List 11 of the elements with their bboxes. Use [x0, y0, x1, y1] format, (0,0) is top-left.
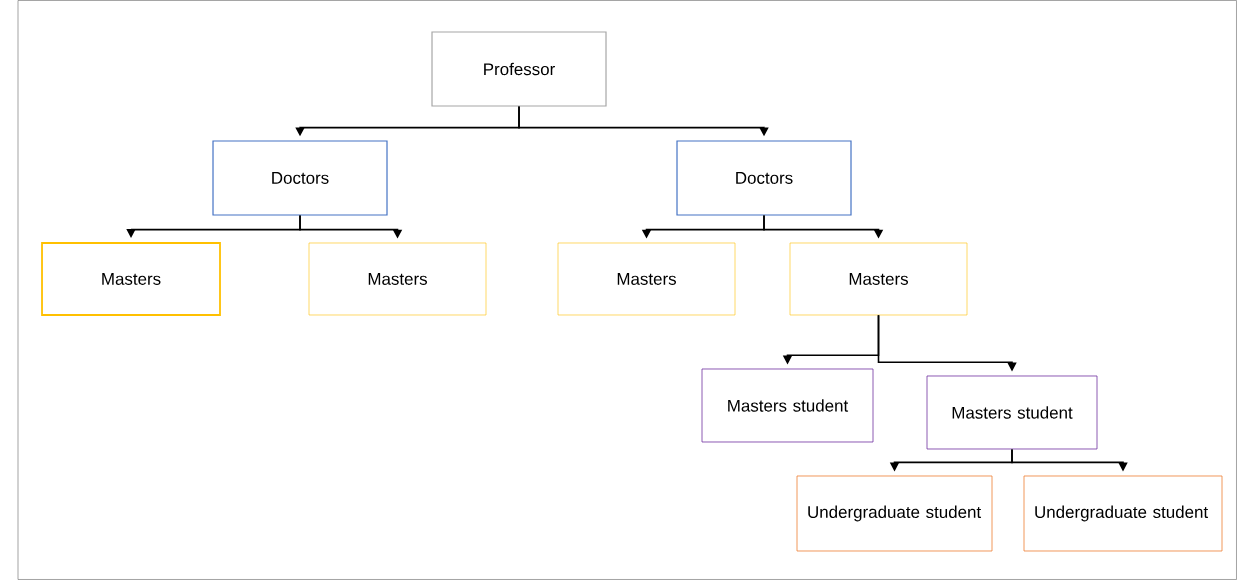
- box: Masters: [789, 242, 968, 316]
- box: Doctors: [676, 140, 852, 216]
- box: Doctors: [212, 140, 388, 216]
- box: Masters: [308, 242, 487, 316]
- box: Masters student: [926, 375, 1098, 450]
- box: Undergraduate student: [796, 475, 993, 552]
- box: Masters student: [701, 368, 874, 443]
- box: Masters: [41, 242, 221, 316]
- box: Professor: [431, 31, 607, 107]
- box: Undergraduate student: [1023, 475, 1223, 552]
- box: Masters: [557, 242, 736, 316]
